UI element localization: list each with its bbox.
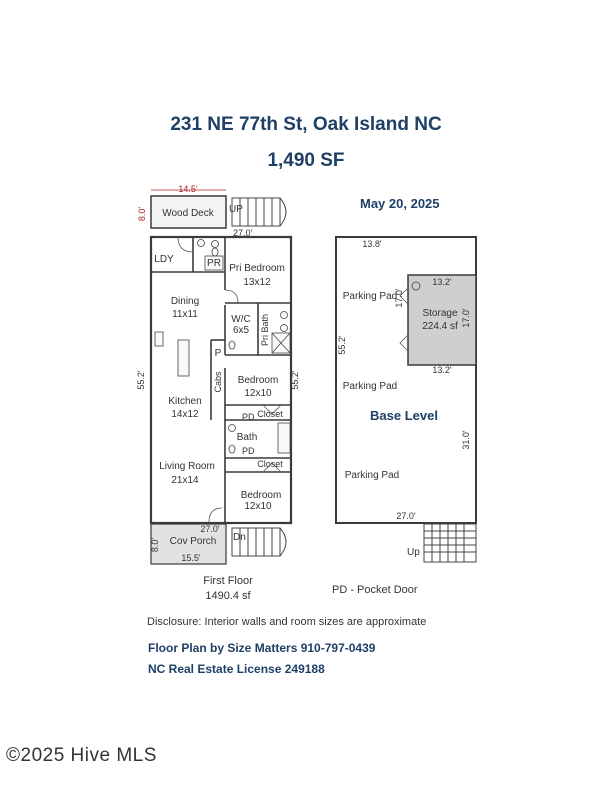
room-wic: W/C bbox=[231, 314, 250, 325]
room-laundry: LDY bbox=[154, 254, 174, 265]
parking-pad-2: Parking Pad bbox=[343, 381, 397, 392]
first-floor-area: 1490.4 sf bbox=[205, 590, 251, 602]
room-powder: PR bbox=[207, 258, 221, 269]
storage-top-dim: 13.2' bbox=[432, 277, 452, 287]
room-kitchen-size: 14x12 bbox=[171, 409, 199, 420]
storage-side-dim: 17.0' bbox=[394, 288, 404, 308]
floor-left-dim: 55.2' bbox=[136, 370, 146, 390]
interior-walls bbox=[151, 237, 291, 522]
porch-depth-dim: 8.0' bbox=[150, 538, 160, 553]
room-dining: Dining bbox=[171, 296, 199, 307]
stairs-up-base bbox=[423, 523, 477, 563]
room-bedroom-3-size: 12x10 bbox=[244, 501, 272, 512]
room-bedroom-2: Bedroom bbox=[238, 375, 279, 386]
porch-label: Cov Porch bbox=[170, 536, 217, 547]
parking-pad-1: Parking Pad bbox=[343, 291, 397, 302]
floor-top-dim: 27.0' bbox=[233, 228, 253, 238]
floor-right-dim: 55.2' bbox=[290, 370, 300, 390]
parking-pad-3: Parking Pad bbox=[345, 470, 399, 481]
wood-deck bbox=[150, 195, 227, 229]
storage-bottom-dim: 13.2' bbox=[432, 365, 452, 375]
room-wic-size: 6x5 bbox=[233, 325, 250, 336]
room-kitchen: Kitchen bbox=[168, 396, 201, 407]
credit-line: Floor Plan by Size Matters 910-797-0439 bbox=[148, 641, 376, 655]
room-bedroom-3: Bedroom bbox=[241, 490, 282, 501]
base-level-title: Base Level bbox=[370, 408, 438, 423]
plan-date: May 20, 2025 bbox=[360, 196, 440, 211]
first-floor-caption: First Floor bbox=[203, 575, 253, 587]
base-level-outline bbox=[335, 236, 477, 524]
covered-porch bbox=[150, 523, 227, 565]
base-top-dim: 13.8' bbox=[362, 239, 382, 249]
room-primary-bedroom-size: 13x12 bbox=[243, 277, 271, 288]
room-closet-2: Closet bbox=[257, 459, 283, 469]
base-right-dim: 31.0' bbox=[461, 430, 471, 450]
base-left-dim: 55.2' bbox=[337, 335, 347, 355]
base-bottom-dim: 27.0' bbox=[396, 511, 416, 521]
stairs-up-label: UP bbox=[229, 204, 243, 215]
room-primary-bath: Pri Bath bbox=[260, 314, 270, 346]
property-area: 1,490 SF bbox=[267, 150, 345, 171]
storage-area: 224.4 sf bbox=[422, 321, 458, 332]
room-living-size: 21x14 bbox=[171, 475, 199, 486]
room-bedroom-2-size: 12x10 bbox=[244, 388, 272, 399]
pocket-door-2: PD bbox=[242, 446, 255, 456]
floor-bottom-dim: 27.0' bbox=[200, 524, 220, 534]
watermark: ©2025 Hive MLS bbox=[6, 745, 157, 766]
stairs-down bbox=[231, 527, 287, 557]
deck-width-dim: 14.5' bbox=[178, 184, 198, 194]
room-living: Living Room bbox=[159, 461, 215, 472]
room-cabinets: Cabs bbox=[213, 371, 223, 393]
deck-depth-dim: 8.0' bbox=[137, 207, 147, 222]
room-primary-bedroom: Pri Bedroom bbox=[229, 263, 285, 274]
first-floor-outline bbox=[149, 235, 293, 525]
room-bath: Bath bbox=[237, 432, 258, 443]
stairs-up-top bbox=[231, 197, 287, 227]
room-pantry: P bbox=[215, 348, 222, 359]
base-stairs-up-label: Up bbox=[407, 547, 420, 558]
pocket-door-1: PD bbox=[242, 412, 255, 422]
disclosure: Disclosure: Interior walls and room size… bbox=[147, 616, 427, 628]
storage-side-dim-2: 17.0' bbox=[461, 308, 471, 328]
pocket-door-legend: PD - Pocket Door bbox=[332, 584, 418, 596]
property-address: 231 NE 77th St, Oak Island NC bbox=[170, 114, 442, 135]
room-dining-size: 11x11 bbox=[172, 309, 198, 320]
storage-label: Storage bbox=[422, 308, 457, 319]
stairs-down-label: Dn bbox=[233, 532, 246, 543]
storage-room bbox=[407, 274, 477, 366]
fixtures bbox=[154, 239, 291, 454]
license-line: NC Real Estate License 249188 bbox=[148, 662, 325, 676]
porch-width-dim: 15.5' bbox=[181, 553, 201, 563]
deck-label: Wood Deck bbox=[162, 208, 215, 219]
room-closet-1: Closet bbox=[257, 409, 283, 419]
